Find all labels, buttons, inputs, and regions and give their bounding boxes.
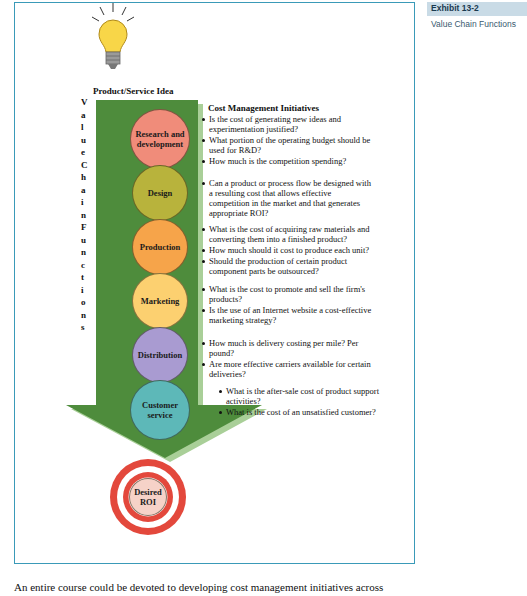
bullet-item: What is the cost to promote and sell the… [201, 284, 373, 304]
bullet-dot [202, 139, 205, 142]
initiative-question: How much is the competition spending? [209, 156, 346, 166]
initiative-question: Should the production of certain product… [209, 256, 347, 276]
bullet-item: What is the cost of an unsatisfied custo… [218, 407, 380, 417]
initiative-question: Is the cost of generating new ideas and … [209, 114, 341, 134]
node-label: Design [148, 188, 173, 198]
bullet-dot [202, 288, 205, 291]
bullet-dot [202, 182, 205, 185]
bullet-dot [202, 118, 205, 121]
bullet-item: How much should it cost to produce each … [201, 245, 373, 255]
lightbulb [92, 3, 134, 69]
idea-label: Product/Service Idea [93, 85, 174, 97]
value-chain-circle: Research and development [130, 109, 190, 169]
section-heading: Cost Management Initiatives [208, 102, 319, 114]
bullet-dot [202, 249, 205, 252]
value-chain-circle: Distribution [132, 327, 188, 383]
initiative-question: Are more effective carriers available fo… [209, 359, 371, 379]
bullet-item: Can a product or process flow be designe… [201, 178, 373, 218]
initiative-question: What is the cost to promote and sell the… [209, 284, 365, 304]
node-label: Marketing [141, 296, 180, 306]
bullet-item: What is the after-sale cost of product s… [218, 386, 380, 406]
initiative-question: What is the cost of an unsatisfied custo… [226, 407, 376, 417]
bullet-item: How much is the competition spending? [201, 156, 373, 166]
bullet-list: What is the after-sale cost of product s… [218, 386, 380, 418]
node-label: Customer service [134, 400, 186, 420]
initiative-question: Can a product or process flow be designe… [209, 178, 371, 218]
bullet-list: Is the cost of generating new ideas and … [201, 114, 373, 167]
bullet-list: What is the cost of acquiring raw materi… [201, 224, 373, 277]
exhibit-caption: Value Chain Functions [431, 19, 516, 30]
body-text: An entire course could be devoted to dev… [14, 581, 383, 593]
bullet-dot [219, 411, 222, 414]
bullet-item: Should the production of certain product… [201, 256, 373, 276]
initiative-question: What is the after-sale cost of product s… [226, 386, 379, 406]
bullet-dot [202, 309, 205, 312]
node-label: Production [140, 242, 180, 252]
vertical-title: Value Chain Functions [81, 96, 85, 334]
bullet-dot [202, 160, 205, 163]
initiative-question: How much is delivery costing per mile? P… [209, 338, 358, 358]
exhibit-bar [427, 2, 527, 16]
value-chain-circle: Marketing [132, 273, 188, 329]
bullet-list: Can a product or process flow be designe… [201, 178, 373, 219]
bullet-item: What portion of the operating budget sho… [201, 135, 373, 155]
bullet-dot [202, 342, 205, 345]
value-chain-circle: Production [132, 219, 188, 275]
bullet-list: What is the cost to promote and sell the… [201, 284, 373, 326]
exhibit-number: Exhibit 13-2 [431, 3, 479, 14]
frame [15, 3, 415, 564]
node-label: Distribution [138, 350, 182, 360]
initiative-question: What is the cost of acquiring raw materi… [209, 224, 370, 244]
bullet-dot [219, 390, 222, 393]
node-label: Research and development [134, 129, 186, 149]
bullet-item: Is the cost of generating new ideas and … [201, 114, 373, 134]
bullet-item: What is the cost of acquiring raw materi… [201, 224, 373, 244]
bullet-dot [202, 260, 205, 263]
bullet-dot [202, 228, 205, 231]
target-center: Desired ROI [129, 478, 167, 516]
value-chain-circle: Customer service [130, 380, 190, 440]
node-label: Desired ROI [133, 487, 163, 507]
target [110, 459, 186, 535]
value-chain-circle: Design [132, 165, 188, 221]
initiative-question: How much should it cost to produce each … [209, 245, 369, 255]
bullet-dot [202, 363, 205, 366]
bullet-item: Are more effective carriers available fo… [201, 359, 373, 379]
initiative-question: Is the use of an Internet website a cost… [209, 305, 371, 325]
bullet-list: How much is delivery costing per mile? P… [201, 338, 373, 380]
initiative-question: What portion of the operating budget sho… [209, 135, 370, 155]
bullet-item: How much is delivery costing per mile? P… [201, 338, 373, 358]
bullet-item: Is the use of an Internet website a cost… [201, 305, 373, 325]
